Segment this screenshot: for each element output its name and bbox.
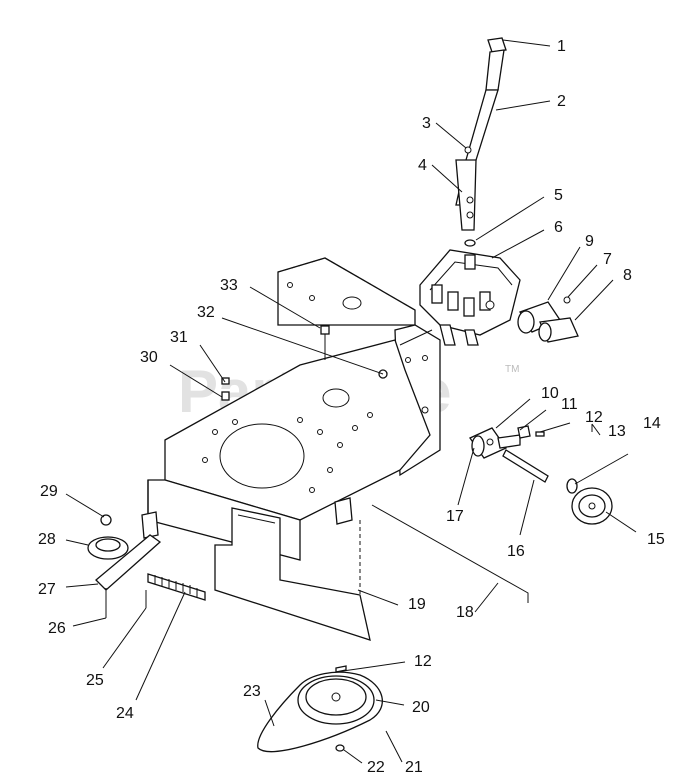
drive-belt (257, 665, 383, 753)
transmission (419, 249, 521, 346)
callout-24: 24 (116, 705, 134, 722)
callouts: 1 2 3 4 5 6 9 7 8 33 32 31 30 10 11 12 1… (38, 38, 665, 776)
callout-30: 30 (140, 349, 158, 366)
callout-31: 31 (170, 329, 188, 346)
frame (147, 257, 441, 641)
callout-4: 4 (418, 157, 427, 174)
callout-5: 5 (554, 187, 563, 204)
callout-19: 19 (408, 596, 426, 613)
leader-lines (65, 39, 637, 764)
callout-22: 22 (367, 759, 385, 776)
callout-10: 10 (541, 385, 559, 402)
callout-1: 1 (557, 38, 566, 55)
pulley-assembly (469, 424, 613, 525)
idler-assembly (87, 511, 206, 618)
callout-17: 17 (446, 508, 464, 525)
coupler-assembly (517, 296, 579, 343)
callout-27: 27 (38, 581, 56, 598)
callout-26: 26 (48, 620, 66, 637)
callout-16: 16 (507, 543, 525, 560)
callout-12b: 12 (414, 653, 432, 670)
callout-15: 15 (647, 531, 665, 548)
callout-21: 21 (405, 759, 423, 776)
callout-25: 25 (86, 672, 104, 689)
callout-14: 14 (643, 415, 661, 432)
shift-lever (455, 37, 507, 247)
callout-2: 2 (557, 93, 566, 110)
callout-12a: 12 (585, 409, 603, 426)
callout-28: 28 (38, 531, 56, 548)
callout-32: 32 (197, 304, 215, 321)
control-rod (371, 504, 529, 603)
callout-3: 3 (422, 115, 431, 132)
callout-18: 18 (456, 604, 474, 621)
callout-11: 11 (561, 396, 578, 413)
watermark-trademark: TM (505, 364, 519, 375)
callout-6: 6 (554, 219, 563, 236)
callout-23: 23 (243, 683, 261, 700)
frame-fasteners (221, 325, 388, 401)
callout-29: 29 (40, 483, 58, 500)
callout-9: 9 (585, 233, 594, 250)
callout-13: 13 (608, 423, 626, 440)
callout-20: 20 (412, 699, 430, 716)
callout-33: 33 (220, 277, 238, 294)
callout-7: 7 (603, 251, 612, 268)
callout-8: 8 (623, 267, 632, 284)
